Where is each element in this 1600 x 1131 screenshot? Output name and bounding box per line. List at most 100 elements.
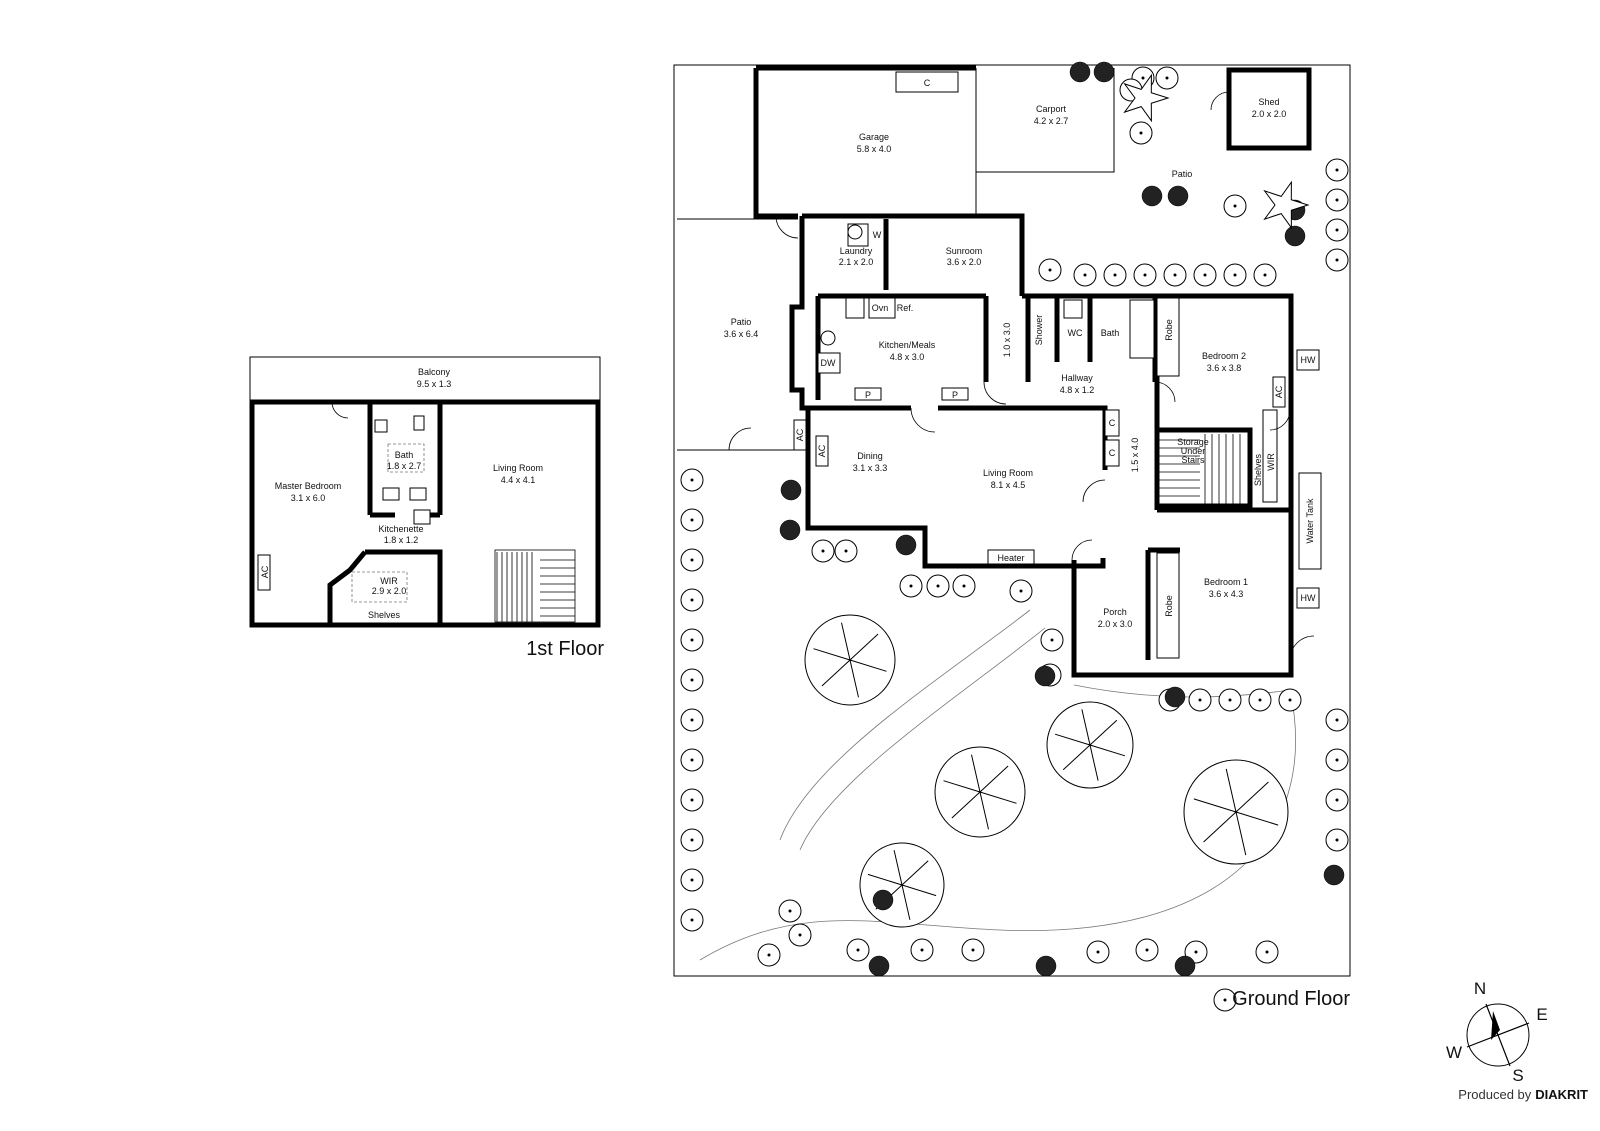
shrub-icon <box>1223 263 1247 287</box>
shrub-icon <box>1009 579 1033 603</box>
basin-fixture <box>382 487 400 501</box>
hedge-icon <box>1069 61 1091 83</box>
credit-prefix: Produced by <box>1458 1087 1531 1102</box>
room-dims: 4.4 x 4.1 <box>501 475 536 485</box>
bath-walls <box>367 402 443 518</box>
fixture-label: P <box>952 390 958 400</box>
fixture-label: Robe <box>1164 595 1174 617</box>
shrub-icon <box>846 938 870 962</box>
storage-label-line: Stairs <box>1181 455 1205 465</box>
bath-tub-outline <box>387 443 425 473</box>
first-floor-outer-walls <box>249 399 601 628</box>
toilet-fixture <box>413 415 425 431</box>
hot-water-unit <box>1296 587 1320 609</box>
shrub-icon <box>1038 258 1062 282</box>
room-name: Sunroom <box>946 246 983 256</box>
room-dims: 9.5 x 1.3 <box>417 379 452 389</box>
pantry-p <box>941 387 969 401</box>
shrub-icon <box>926 574 950 598</box>
shrub-icon <box>680 788 704 812</box>
garage-cupboard <box>895 71 959 93</box>
fixture-label: WIR <box>1266 453 1276 471</box>
fixture-label: W <box>873 230 882 240</box>
room-name: Bedroom 1 <box>1204 577 1248 587</box>
fixture-label: C <box>924 78 931 88</box>
refrigerator <box>868 297 896 319</box>
shrub-icon <box>1103 263 1127 287</box>
credit-line: Produced by DIAKRIT <box>1458 1087 1588 1102</box>
hedge-icon <box>1034 665 1056 687</box>
room-name: Master Bedroom <box>275 481 342 491</box>
compass-north: N <box>1474 979 1486 998</box>
room-name: Bedroom 2 <box>1202 351 1246 361</box>
oven <box>845 297 865 319</box>
cupboard-c <box>1104 439 1120 467</box>
heater <box>987 549 1035 565</box>
shrub-icon <box>680 868 704 892</box>
ground-floor-title: Ground Floor <box>1232 988 1350 1010</box>
tree-icon <box>1046 701 1134 789</box>
shrub-icon <box>1129 121 1153 145</box>
ground-floor-plan <box>673 64 1351 977</box>
pantry-p <box>854 387 882 401</box>
house-east-walls <box>1022 293 1294 678</box>
fixture-label: Ref. <box>897 303 914 313</box>
compass-ring <box>1466 1003 1530 1067</box>
shrub-icon <box>961 938 985 962</box>
room-dims: 1.8 x 1.2 <box>384 535 419 545</box>
compass: N E S W <box>1446 979 1548 1085</box>
shrub-icon <box>680 748 704 772</box>
first-floor-title: 1st Floor <box>526 638 604 660</box>
room-name: Dining <box>857 451 883 461</box>
room-dims: 3.1 x 6.0 <box>291 493 326 503</box>
room-dims: 1.8 x 2.7 <box>387 461 422 471</box>
hedge-icon <box>1323 864 1345 886</box>
shrub-icon <box>680 588 704 612</box>
basin-fixture <box>409 487 427 501</box>
fixture-label: DW <box>821 358 836 368</box>
shrub-icon <box>680 628 704 652</box>
shrub-icon <box>1325 828 1349 852</box>
fixture-label: Ovn <box>872 303 889 313</box>
shrub-icon <box>1163 263 1187 287</box>
kitchenette-sink <box>413 509 431 525</box>
hedge-icon <box>1167 185 1189 207</box>
door-swing <box>1210 91 1230 111</box>
robe-bedroom-1 <box>1156 552 1180 659</box>
site-boundary <box>673 64 1351 977</box>
credit-brand: DIAKRIT <box>1535 1087 1588 1102</box>
ground-floor-stairs <box>1156 431 1249 507</box>
hedge-icon <box>779 519 801 541</box>
room-dims: 4.8 x 1.2 <box>1060 385 1095 395</box>
shrub-icon <box>1255 940 1279 964</box>
hedge-icon <box>1174 955 1196 977</box>
laundry-trough <box>847 224 863 240</box>
room-name: WIR <box>380 576 398 586</box>
room-dims: 2.0 x 3.0 <box>1098 619 1133 629</box>
fixture-label: AC <box>1274 385 1284 398</box>
storage-label-line: Storage <box>1177 437 1209 447</box>
shrub-icon <box>1135 938 1159 962</box>
garden-vegetation <box>680 61 1349 1012</box>
shrub-icon <box>680 708 704 732</box>
room-dims: 2.9 x 2.0 <box>372 586 407 596</box>
fixture-label: Shelves <box>368 610 401 620</box>
shelves-wir <box>1262 409 1278 503</box>
hedge-icon <box>1141 185 1163 207</box>
shrub-icon <box>680 828 704 852</box>
fixture-label: AC <box>795 428 805 441</box>
palm-icon <box>1263 180 1310 230</box>
kitchen-sink <box>820 330 836 346</box>
water-tank <box>1298 472 1322 570</box>
room-name: Laundry <box>840 246 873 256</box>
room-dims: 4.2 x 2.7 <box>1034 116 1069 126</box>
west-patio-outline <box>677 218 798 451</box>
room-name: Living Room <box>983 468 1033 478</box>
shrub-icon <box>1325 248 1349 272</box>
shrub-icon <box>811 539 835 563</box>
compass-south: S <box>1512 1066 1523 1085</box>
room-name: Balcony <box>418 367 451 377</box>
toilet <box>1063 299 1083 319</box>
shrub-icon <box>1325 788 1349 812</box>
